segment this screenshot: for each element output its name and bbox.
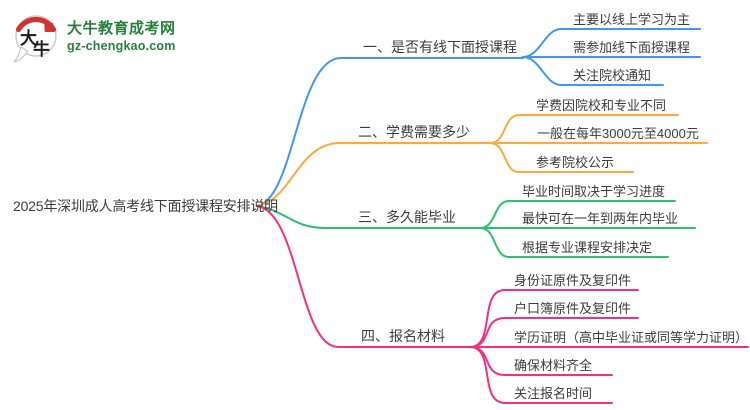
- branch-3-child-2: 最快可在一年到两年内毕业: [522, 211, 679, 226]
- branch-4-child-1-line: [469, 289, 639, 348]
- branch-4-main-line: [256, 205, 471, 348]
- branch-1-label: 一、是否有线下面授课程: [363, 39, 517, 55]
- branch-1-lines: [256, 28, 701, 207]
- daniu-bubble-icon: 大 牛: [13, 15, 57, 63]
- site-logo: 大 牛 大牛教育成考网 gz-chengkao.com: [12, 13, 176, 65]
- branch-4-child-5: 关注报名时间: [514, 386, 593, 401]
- branch-3-lines: [256, 200, 696, 258]
- branch-3-child-3: 根据专业课程安排决定: [522, 240, 653, 255]
- logo-char-top: 大: [20, 28, 37, 48]
- branch-1-child-1: 主要以线上学习为主: [573, 12, 691, 27]
- logo-char-bottom: 牛: [33, 39, 50, 59]
- site-url: gz-chengkao.com: [67, 39, 176, 53]
- branch-3-child-3-line: [479, 227, 669, 258]
- branch-4-child-5-line: [469, 346, 613, 404]
- branch-2-child-1: 学费因院校和专业不同: [536, 98, 667, 113]
- branch-3-child-1: 毕业时间取决于学习进度: [522, 184, 666, 199]
- branch-4-child-3: 学历证明（高中毕业证或同等学力证明）: [514, 330, 749, 345]
- branch-1-child-3: 关注院校通知: [573, 68, 652, 83]
- branch-2-lines: [256, 114, 708, 207]
- central-topic: 2025年深圳成人高考线下面授课程安排说明: [13, 198, 278, 214]
- bubble-tail: [13, 46, 29, 63]
- logo-text: 大牛教育成考网 gz-chengkao.com: [67, 13, 176, 53]
- branch-2-child-2: 一般在每年3000元至4000元: [537, 126, 699, 141]
- branch-4-child-2: 户口簿原件及复印件: [514, 301, 632, 316]
- branch-1-main-line: [256, 57, 524, 207]
- branch-1-child-2: 需参加线下面授课程: [573, 40, 691, 55]
- site-name: 大牛教育成考网: [67, 20, 176, 37]
- red-seal: [44, 23, 54, 32]
- branch-4-child-4: 确保材料齐全: [514, 358, 593, 373]
- branch-4-child-1: 身份证原件及复印件: [514, 273, 632, 288]
- branch-1-child-3-line: [522, 56, 664, 86]
- branch-2-child-1-line: [489, 114, 679, 144]
- branch-3-label: 三、多久能毕业: [358, 209, 456, 225]
- branch-2-child-3: 参考院校公示: [536, 155, 615, 170]
- branch-1-child-1-line: [522, 28, 701, 58]
- branch-3-main-line: [256, 205, 481, 229]
- branch-4-lines: [256, 205, 749, 404]
- branch-4-label: 四、报名材料: [361, 328, 445, 344]
- branch-2-child-3-line: [489, 142, 634, 173]
- branch-2-label: 二、学费需要多少: [358, 124, 470, 140]
- branch-2-main-line: [256, 142, 491, 207]
